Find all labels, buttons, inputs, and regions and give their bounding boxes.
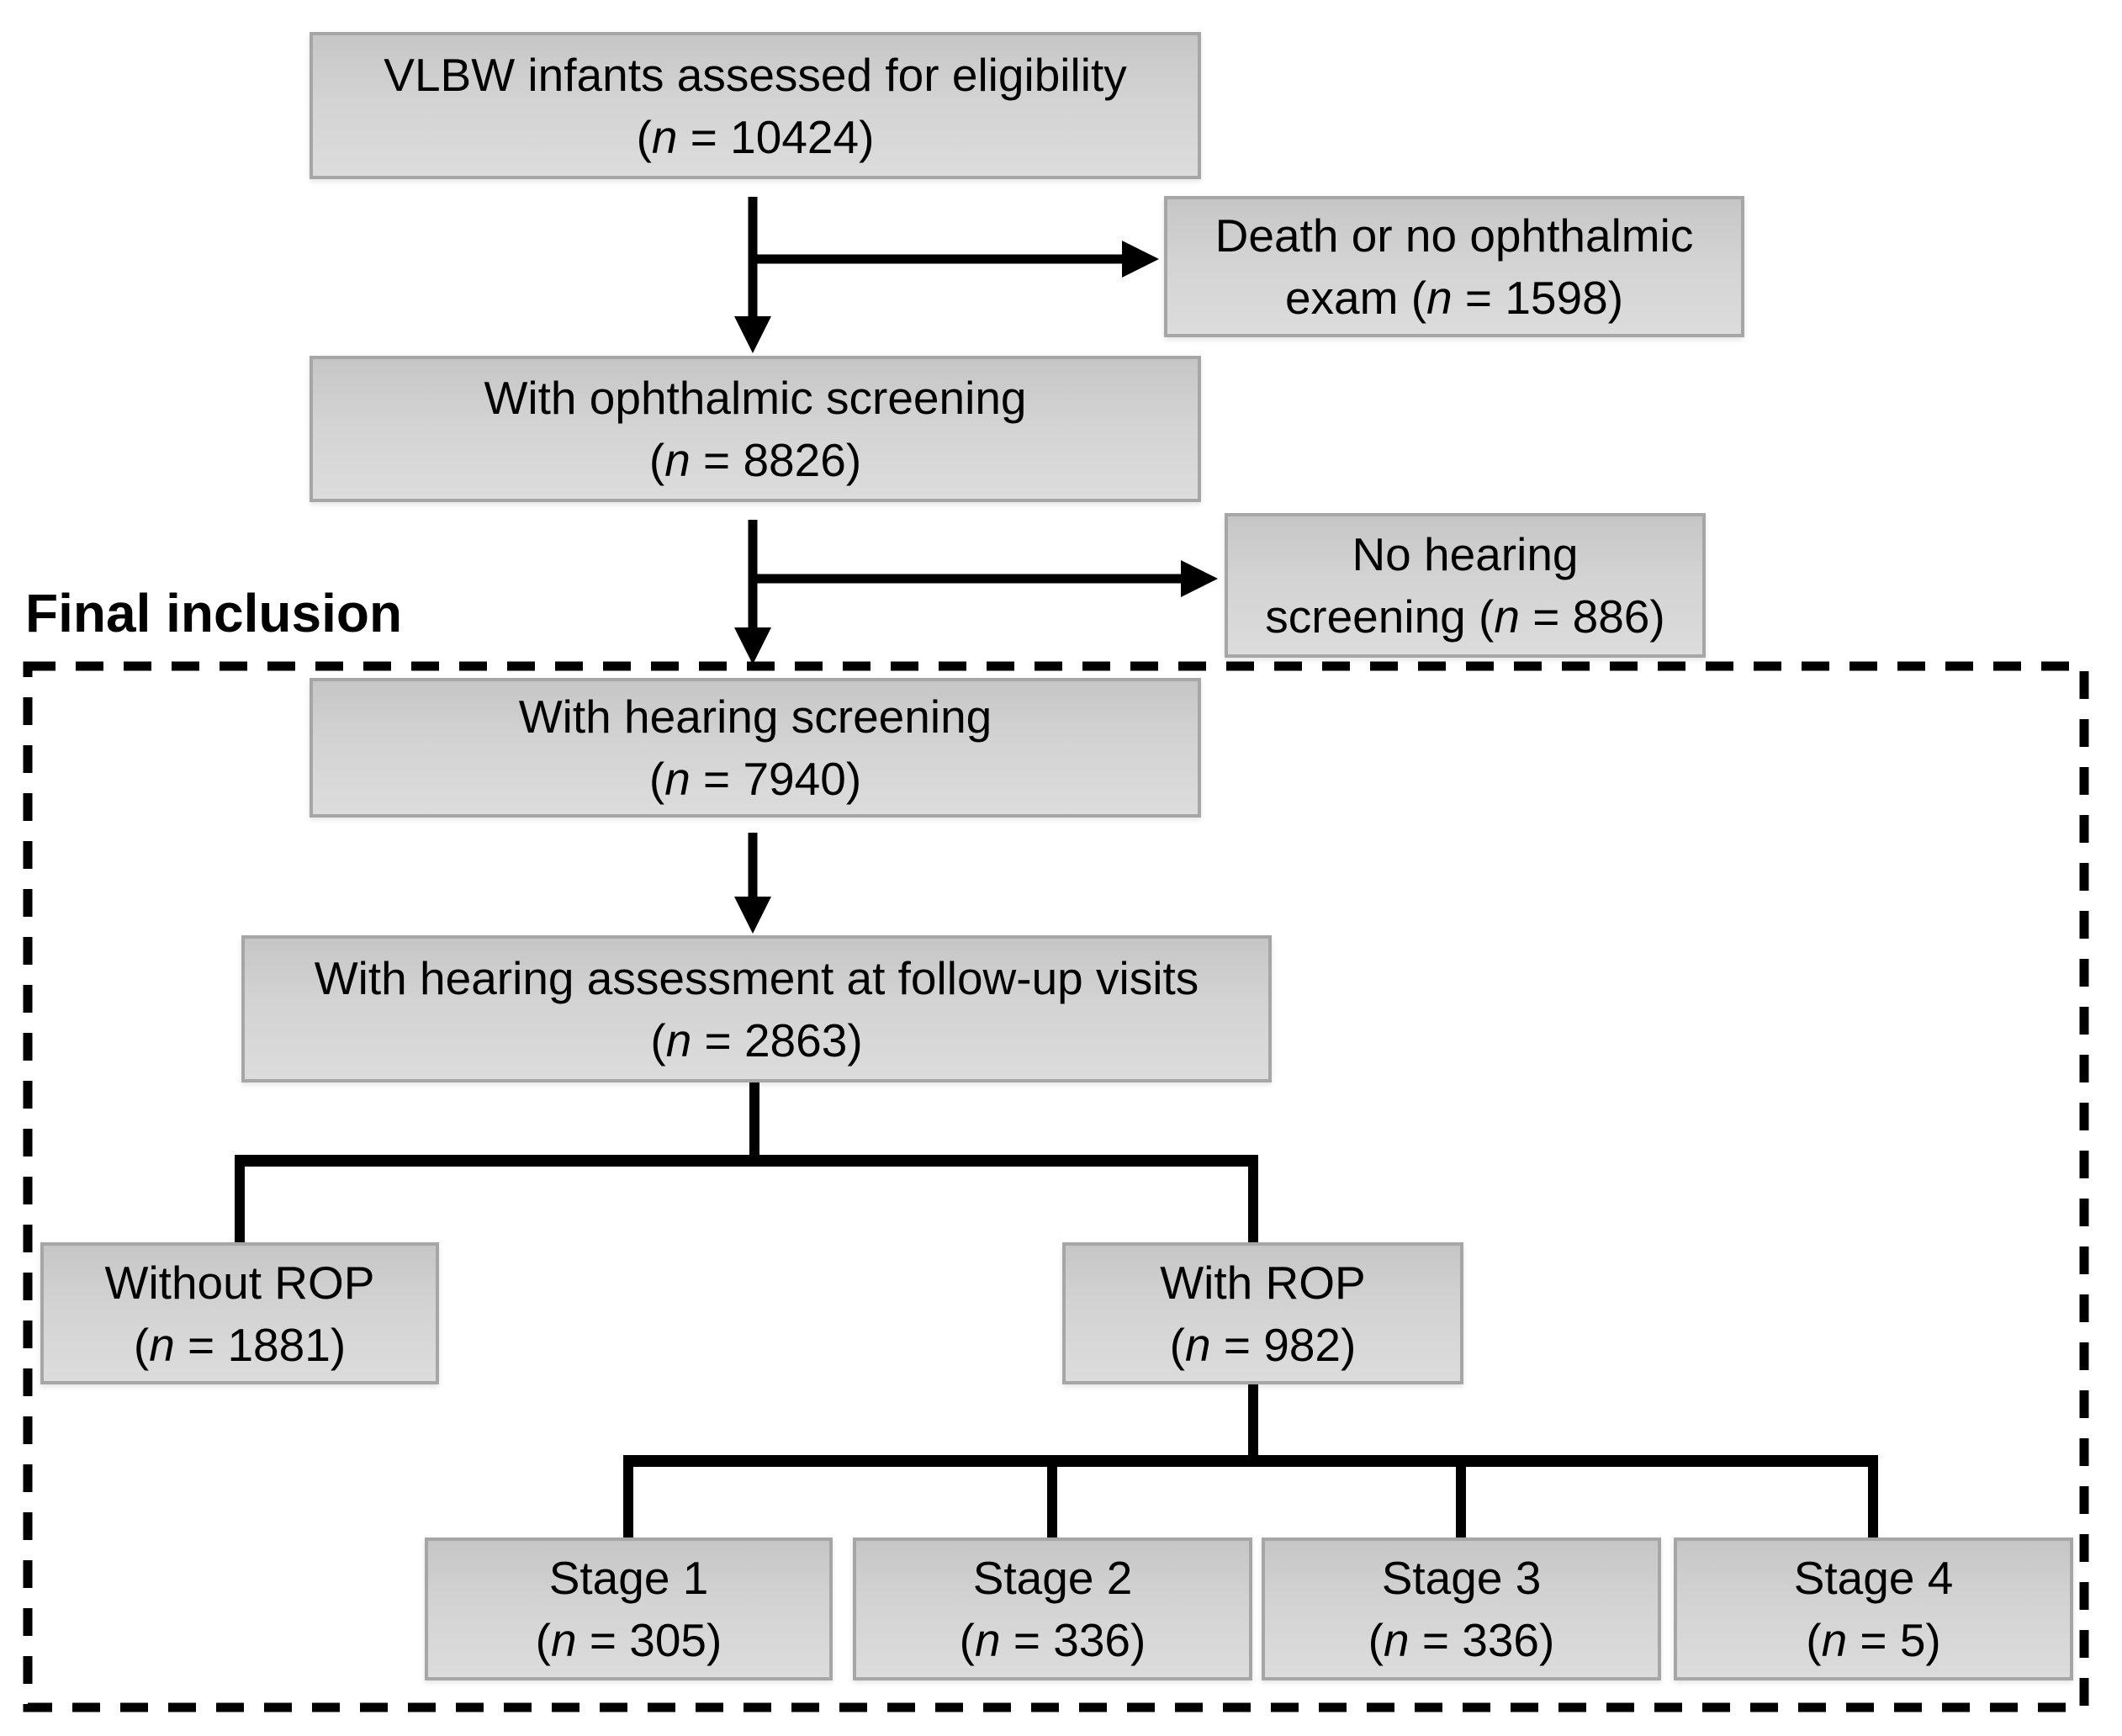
node-text-line1: Stage 4: [1793, 1552, 1954, 1604]
node-text-line1: With hearing assessment at follow-up vis…: [314, 951, 1199, 1004]
node-hearing-screening: With hearing screening (n = 7940): [310, 678, 1201, 818]
node-death-or-no-ophthalmic-exam: Death or no ophthalmic exam (n = 1598): [1164, 196, 1744, 337]
arrowhead-down-icon: [734, 897, 771, 934]
arrow-eligibility-to-ophthalmic: [734, 197, 771, 353]
node-eligibility: VLBW infants assessed for eligibility (n…: [310, 32, 1201, 179]
node-text-line1: No hearing: [1352, 528, 1579, 580]
final-inclusion-label: Final inclusion: [25, 583, 403, 643]
node-stage-4: Stage 4 (n = 5): [1674, 1538, 2073, 1680]
node-text-line2: screening (n = 886): [1265, 590, 1665, 643]
node-text-line2: (n = 2863): [650, 1014, 863, 1066]
node-text-line2: (n = 5): [1806, 1614, 1941, 1666]
node-text-line2: (n = 982): [1169, 1318, 1357, 1371]
arrowhead-right-icon: [1122, 241, 1159, 278]
arrow-ophthalmic-to-hearing: [734, 520, 771, 664]
node-text-line1: Without ROP: [104, 1256, 375, 1309]
arrowhead-down-icon: [734, 627, 771, 664]
node-text-line2: (n = 336): [1368, 1614, 1555, 1666]
node-text-line2: (n = 7940): [648, 753, 862, 805]
node-text-line2: (n = 336): [959, 1614, 1146, 1666]
node-stage-3: Stage 3 (n = 336): [1262, 1538, 1661, 1680]
node-text-line2: (n = 305): [535, 1614, 722, 1666]
node-text-line1: With hearing screening: [518, 691, 992, 743]
node-text-line2: (n = 1881): [133, 1318, 347, 1371]
node-text-line1: Stage 3: [1381, 1552, 1542, 1604]
branch-stages: [623, 1384, 1878, 1538]
arrowhead-down-icon: [734, 316, 771, 353]
node-with-rop: With ROP (n = 982): [1062, 1242, 1463, 1384]
branch-rop: [235, 1082, 1258, 1242]
node-text-line1: With ophthalmic screening: [484, 372, 1027, 424]
node-no-hearing-screening: No hearing screening (n = 886): [1225, 513, 1706, 658]
arrow-to-no-hearing-box: [753, 560, 1218, 597]
node-stage-2: Stage 2 (n = 336): [853, 1538, 1252, 1680]
node-text-line1: Stage 1: [548, 1552, 709, 1604]
node-text-line1: With ROP: [1160, 1256, 1366, 1309]
node-text-line1: VLBW infants assessed for eligibility: [384, 48, 1127, 101]
node-text-line1: Stage 2: [972, 1552, 1133, 1604]
node-text-line1: Death or no ophthalmic: [1214, 209, 1694, 262]
node-stage-1: Stage 1 (n = 305): [425, 1538, 833, 1680]
node-without-rop: Without ROP (n = 1881): [40, 1242, 439, 1384]
arrowhead-right-icon: [1181, 560, 1218, 597]
arrow-hearing-to-assessment: [734, 833, 771, 934]
node-text-line2: (n = 8826): [648, 434, 862, 486]
node-hearing-assessment-follow-up: With hearing assessment at follow-up vis…: [241, 935, 1272, 1082]
arrow-to-death-box: [753, 241, 1159, 278]
final-inclusion-dashed-border: [23, 661, 2089, 1712]
node-ophthalmic-screening: With ophthalmic screening (n = 8826): [310, 356, 1201, 502]
node-text-line2: (n = 10424): [636, 110, 875, 163]
node-text-line2: exam (n = 1598): [1284, 272, 1624, 324]
